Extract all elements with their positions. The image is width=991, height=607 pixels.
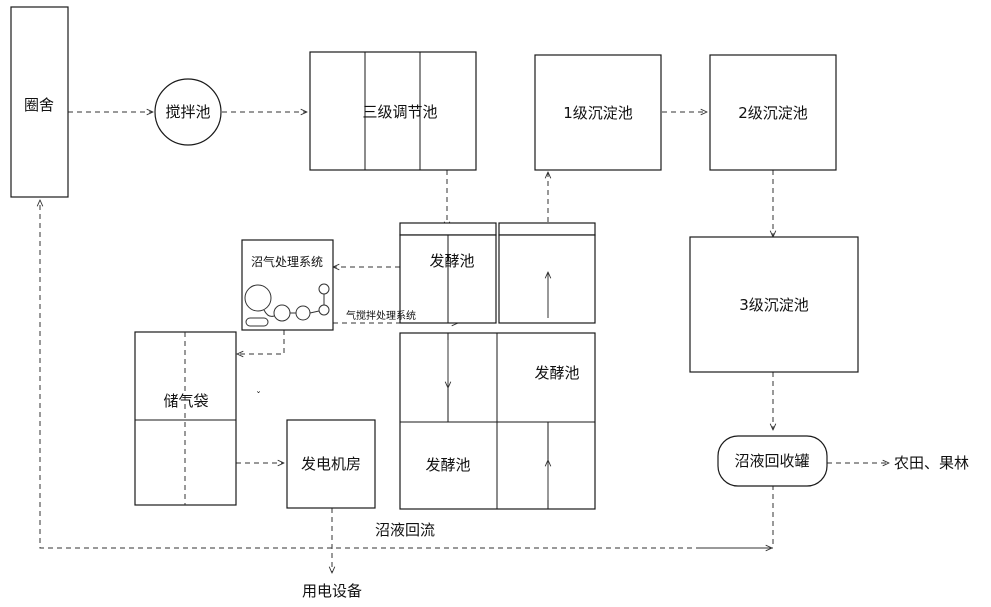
fermentation-top-label: 发酵池 bbox=[429, 252, 474, 270]
settling-tank-1-label: 1级沉淀池 bbox=[563, 104, 633, 122]
flow-biogas-to-gasbag bbox=[237, 330, 285, 354]
regulating-tank-label: 三级调节池 bbox=[362, 103, 437, 121]
stray-mark: ˇ bbox=[256, 390, 261, 402]
settling-tank-2-label: 2级沉淀池 bbox=[738, 104, 808, 122]
slurry-return-label: 沼液回流 bbox=[375, 521, 435, 539]
regulating-tank-box bbox=[309, 51, 477, 171]
fermentation-cap-left bbox=[399, 222, 497, 236]
pen-box bbox=[10, 6, 69, 198]
pen-label: 圈舍 bbox=[24, 96, 54, 114]
mixing-tank-label: 搅拌池 bbox=[165, 103, 210, 121]
gas-bag-label: 储气袋 bbox=[163, 392, 208, 410]
generator-room-label: 发电机房 bbox=[301, 455, 361, 473]
settling-tank-3-box bbox=[689, 236, 859, 373]
farmland-label: 农田、果林 bbox=[894, 454, 969, 472]
biogas-system-label: 沼气处理系统 bbox=[251, 254, 323, 269]
mixing-tank-circle bbox=[154, 78, 222, 146]
settling-tank-3-label: 3级沉淀池 bbox=[739, 296, 809, 314]
slurry-tank-label: 沼液回收罐 bbox=[734, 452, 809, 470]
fermentation-bottom-label: 发酵池 bbox=[425, 456, 470, 474]
slurry-tank-box bbox=[717, 435, 828, 487]
power-equipment-label: 用电设备 bbox=[302, 582, 362, 600]
gas-stirring-label: 气搅拌处理系统 bbox=[346, 309, 416, 322]
fermentation-upper-right bbox=[498, 234, 596, 324]
fermentation-right-label: 发酵池 bbox=[534, 364, 579, 382]
settling-tank-2-box bbox=[709, 54, 837, 171]
fermentation-cap-right bbox=[498, 222, 596, 236]
generator-room-box bbox=[286, 419, 376, 509]
biogas-equipment-icon bbox=[244, 283, 330, 327]
settling-tank-1-box bbox=[534, 54, 662, 171]
flow-slurry-return-loop bbox=[40, 200, 774, 549]
